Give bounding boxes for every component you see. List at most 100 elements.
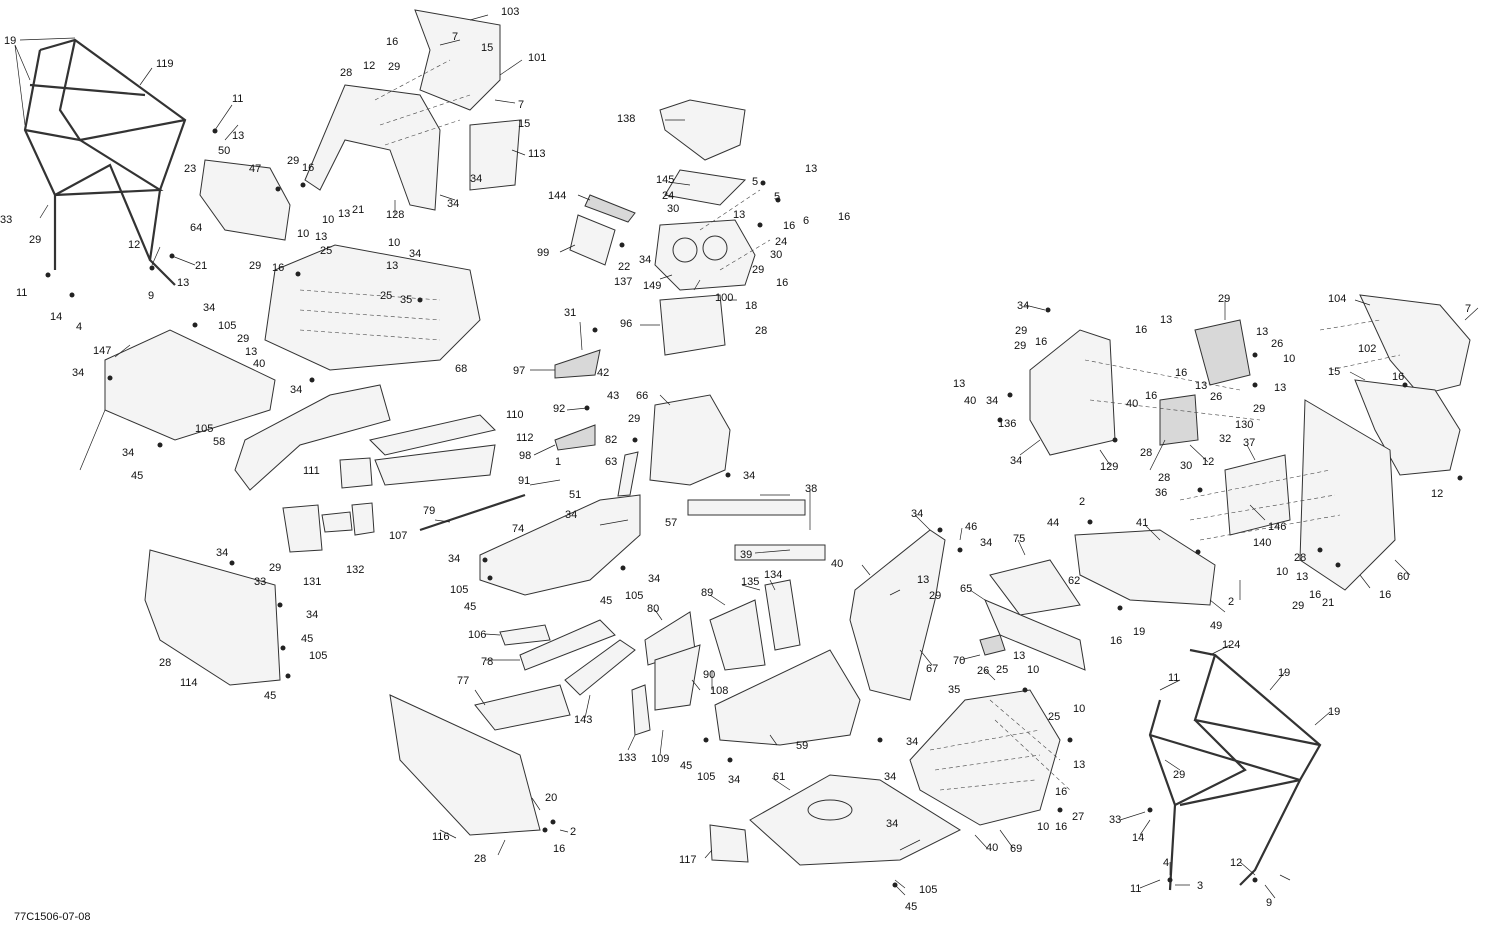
pad-117 [709, 824, 749, 863]
callout-label: 43 [607, 390, 619, 402]
callout-label: 37 [1243, 437, 1255, 449]
callout-label: 105 [195, 423, 213, 435]
callout-label: 34 [203, 302, 215, 314]
callout-label: 26 [1271, 338, 1283, 350]
callout-label: 10 [1276, 566, 1288, 578]
bar-38 [687, 499, 806, 516]
callout-label: 40 [986, 842, 998, 854]
callout-label: 13 [1296, 571, 1308, 583]
bar-39 [734, 544, 826, 561]
callout-label: 41 [1136, 517, 1148, 529]
callout-labels: 19 119 11 13 50 23 47 64 33 29 12 21 13 … [0, 6, 1471, 913]
callout-label: 14 [50, 311, 62, 323]
callout-label: 70 [953, 655, 965, 667]
dash-panel-114 [144, 549, 281, 686]
callout-label: 45 [464, 601, 476, 613]
callout-label: 21 [1322, 597, 1334, 609]
callout-label: 51 [569, 489, 581, 501]
callout-label: 34 [216, 547, 228, 559]
callout-label: 96 [620, 318, 632, 330]
callout-label: 13 [1195, 380, 1207, 392]
callout-label: 30 [770, 249, 782, 261]
callout-label: 16 [1392, 371, 1404, 383]
callout-label: 29 [29, 234, 41, 246]
callout-label: 25 [380, 290, 392, 302]
callout-label: 40 [964, 395, 976, 407]
callout-label: 65 [960, 583, 972, 595]
callout-label: 105 [697, 771, 715, 783]
callout-label: 10 [1283, 353, 1295, 365]
callout-label: 128 [386, 209, 404, 221]
callout-label: 13 [245, 346, 257, 358]
callout-label: 28 [1158, 472, 1170, 484]
callout-label: 13 [1013, 650, 1025, 662]
grille-130 [1159, 394, 1199, 446]
callout-label: 34 [1010, 455, 1022, 467]
callout-label: 2 [570, 826, 576, 838]
callout-label: 82 [605, 434, 617, 446]
callout-label: 33 [1109, 814, 1121, 826]
callout-label: 58 [213, 436, 225, 448]
callout-label: 36 [1155, 487, 1167, 499]
callout-label: 63 [605, 456, 617, 468]
callout-label: 138 [617, 113, 635, 125]
callout-label: 59 [796, 740, 808, 752]
gasket-106 [499, 624, 551, 646]
back-panel-60 [1299, 399, 1396, 591]
callout-label: 4 [76, 321, 82, 333]
shield-132 [321, 511, 353, 533]
callout-label: 25 [320, 245, 332, 257]
callout-label: 91 [518, 475, 530, 487]
document-id: 77C1506-07-08 [14, 911, 91, 923]
callout-label: 29 [929, 590, 941, 602]
callout-label: 11 [1168, 672, 1179, 684]
rod-79 [419, 493, 526, 532]
callout-label: 34 [911, 508, 923, 520]
callout-label: 38 [805, 483, 817, 495]
callout-label: 40 [831, 558, 843, 570]
upper-bracket [414, 9, 501, 111]
callout-label: 16 [1055, 821, 1067, 833]
bracket-133 [631, 684, 651, 736]
callout-label: 2 [1228, 596, 1234, 608]
callout-label: 34 [565, 509, 577, 521]
trim-143 [564, 639, 636, 696]
callout-label: 47 [249, 163, 261, 175]
callout-label: 74 [512, 523, 524, 535]
heat-shield-111 [339, 457, 373, 489]
rail-65 [984, 599, 1086, 671]
callout-label: 131 [303, 576, 321, 588]
callout-label: 25 [1048, 711, 1060, 723]
callout-label: 80 [647, 603, 659, 615]
callout-label: 107 [389, 530, 407, 542]
callout-label: 105 [919, 884, 937, 896]
callout-label: 39 [740, 549, 752, 561]
callout-label: 34 [306, 609, 318, 621]
bar-144 [584, 194, 636, 223]
callout-label: 46 [965, 521, 977, 533]
callout-label: 133 [618, 752, 636, 764]
callout-label: 15 [1328, 366, 1340, 378]
callout-label: 28 [474, 853, 486, 865]
callout-label: 62 [1068, 575, 1080, 587]
callout-label: 40 [1126, 398, 1138, 410]
callout-label: 10 [322, 214, 334, 226]
callout-label: 23 [184, 163, 196, 175]
console-66 [649, 394, 731, 486]
cover-89 [709, 599, 766, 671]
shield-107 [351, 502, 375, 536]
callout-label: 16 [553, 843, 565, 855]
rocker-panel [234, 384, 391, 491]
callout-label: 13 [232, 130, 244, 142]
callout-label: 10 [297, 228, 309, 240]
callout-label: 2 [1079, 496, 1085, 508]
plate-145 [664, 169, 747, 206]
callout-label: 4 [1163, 857, 1169, 869]
callout-label: 101 [528, 52, 546, 64]
callout-label: 12 [363, 60, 375, 72]
part-drawings [23, 9, 1471, 891]
callout-label: 34 [72, 367, 84, 379]
callout-label: 12 [128, 239, 140, 251]
callout-label: 34 [1017, 300, 1029, 312]
